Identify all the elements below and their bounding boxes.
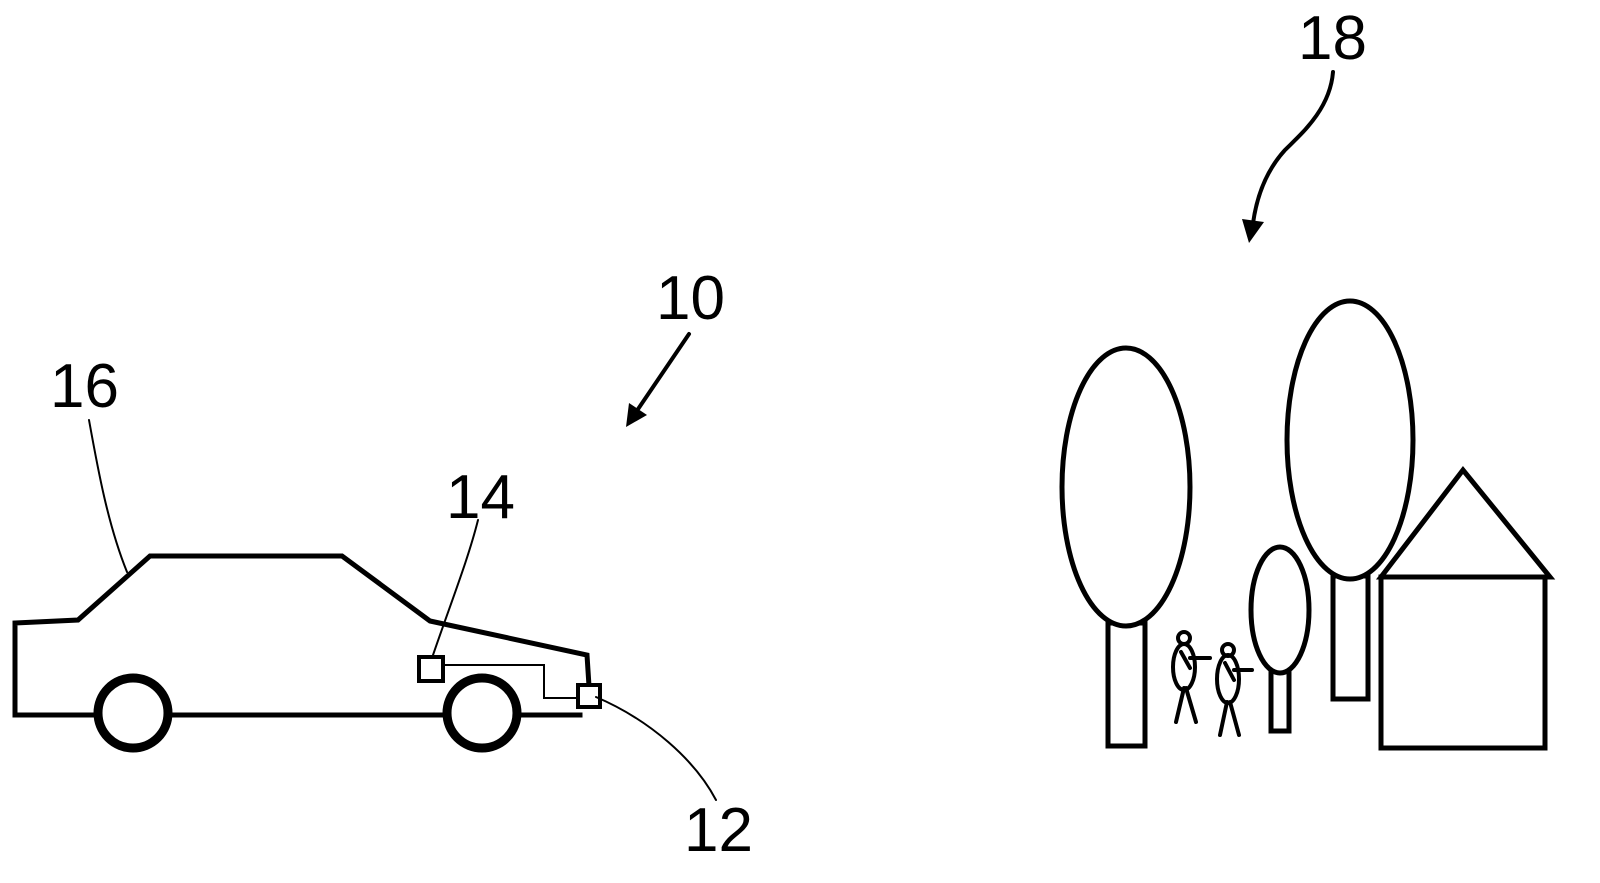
- tree-left-trunk: [1108, 623, 1145, 746]
- pedestrian-1: [1173, 632, 1210, 722]
- tree-right-trunk: [1333, 576, 1368, 699]
- leader-line-12: [596, 697, 716, 800]
- label-system: 10: [656, 268, 725, 330]
- label-vehicle: 16: [50, 356, 119, 418]
- label-control-unit: 14: [446, 467, 515, 529]
- tree-small-trunk: [1271, 668, 1289, 731]
- control-unit-box: [419, 657, 443, 681]
- environment: [1062, 301, 1550, 748]
- tree-small-crown: [1251, 547, 1309, 673]
- vehicle: [15, 556, 600, 748]
- rear-wheel: [98, 678, 168, 748]
- arrow-18: [1242, 72, 1333, 243]
- leader-line-16: [89, 420, 127, 572]
- arrow-10: [626, 334, 689, 427]
- sensor-box: [578, 685, 600, 707]
- label-sensor: 12: [684, 800, 753, 862]
- label-environment: 18: [1298, 8, 1367, 70]
- pedestrian-2: [1217, 644, 1252, 735]
- house-wall: [1381, 577, 1545, 748]
- leader-line-14: [432, 520, 478, 658]
- tree-left-crown: [1062, 348, 1190, 626]
- tree-right-crown: [1287, 301, 1413, 579]
- front-wheel: [447, 678, 517, 748]
